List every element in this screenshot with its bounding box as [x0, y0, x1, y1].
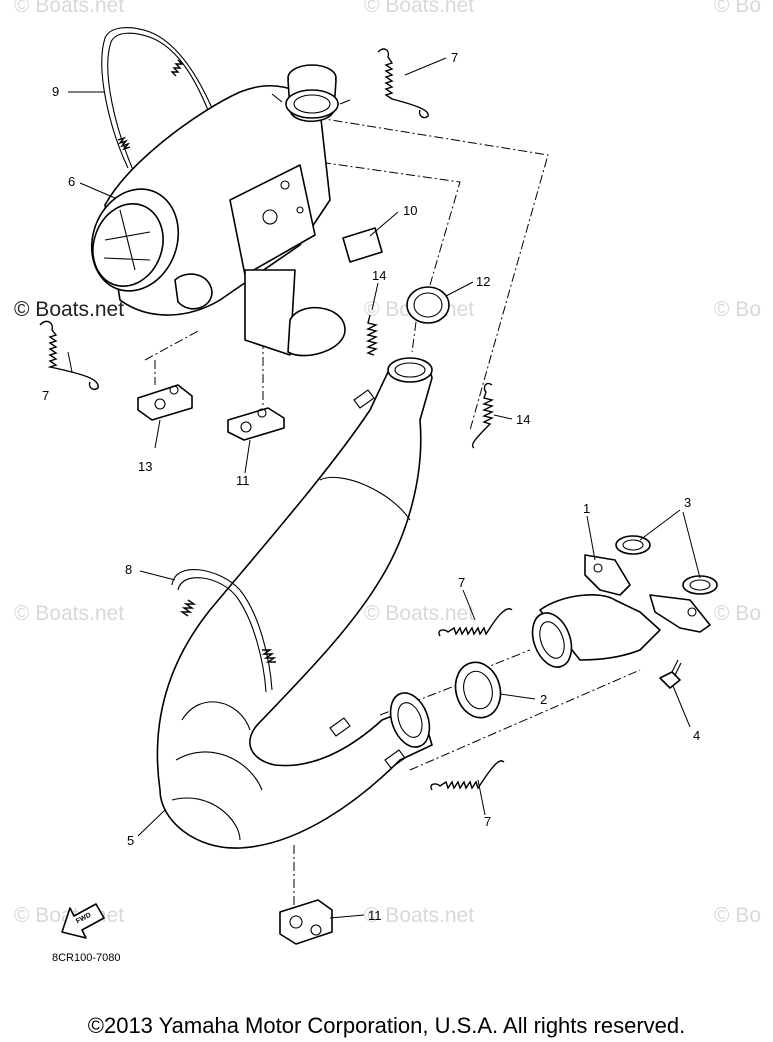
callout-1: 1: [583, 501, 590, 516]
damper-part11: [279, 899, 333, 945]
manifold-part1: [531, 554, 711, 668]
callout-3: 3: [684, 495, 691, 510]
gasket-part3: [615, 535, 718, 595]
callouts: 9 6 7 10 12 14 14 7 13 11 8 7 1 3 2 4 7 …: [42, 50, 700, 923]
spring-part7: [39, 320, 99, 391]
assembly-line: [144, 329, 201, 361]
watermark: © Bo: [714, 0, 761, 17]
callout-14: 14: [372, 268, 386, 283]
copyright-notice: ©2013 Yamaha Motor Corporation, U.S.A. A…: [87, 1013, 686, 1038]
watermark-dark: © Boats.net: [14, 298, 124, 321]
callout-14: 14: [516, 412, 530, 427]
assembly-line: [409, 669, 641, 771]
callout-10: 10: [403, 203, 417, 218]
callout-9: 9: [52, 84, 59, 99]
callout-7: 7: [42, 388, 49, 403]
watermark: © Bo: [714, 298, 761, 321]
spring-part7: [430, 760, 505, 791]
watermark: © Boats.net: [364, 0, 474, 17]
watermark: © Bo: [714, 602, 761, 625]
spring-part7: [438, 608, 513, 637]
gasket-part2: [454, 661, 502, 719]
assembly-lines: [144, 114, 641, 905]
watermark: © Boats.net: [14, 602, 124, 625]
watermark: © Boats.net: [14, 0, 124, 17]
callout-5: 5: [127, 833, 134, 848]
springs: [39, 48, 513, 791]
hanger-wire-part9: [101, 27, 213, 171]
callout-7: 7: [484, 814, 491, 829]
diagram-code: 8CR100-7080: [52, 952, 121, 964]
leader-lines: [67, 57, 701, 919]
spring-part7: [377, 48, 429, 119]
watermark: © Boats.net: [364, 602, 474, 625]
spring-part14: [365, 314, 379, 356]
callout-7: 7: [451, 50, 458, 65]
gasket-part12: [406, 286, 450, 324]
assembly-line: [304, 159, 461, 286]
assembly-line: [299, 114, 549, 431]
expansion-chamber-part5: [156, 357, 433, 849]
callout-6: 6: [68, 174, 75, 189]
damper-part13: [137, 384, 193, 421]
callout-2: 2: [540, 692, 547, 707]
hanger-wire-part8: [171, 569, 277, 693]
callout-13: 13: [138, 459, 152, 474]
damper-part11: [227, 407, 285, 441]
callout-7: 7: [458, 575, 465, 590]
callout-12: 12: [476, 274, 490, 289]
silencer-part6: [90, 85, 346, 357]
assembly-line: [411, 321, 417, 353]
callout-11: 11: [368, 908, 382, 923]
damper-part10: [342, 227, 383, 263]
watermark: © Boats.net: [364, 904, 474, 927]
callout-11: 11: [236, 473, 250, 488]
watermark: © Bo: [714, 904, 761, 927]
bolt-part4: [659, 659, 682, 689]
spring-part14: [471, 382, 495, 449]
callout-8: 8: [125, 562, 132, 577]
callout-4: 4: [693, 728, 700, 743]
forward-arrow-icon: FWD: [61, 903, 105, 939]
joint-pipe: [271, 64, 351, 122]
